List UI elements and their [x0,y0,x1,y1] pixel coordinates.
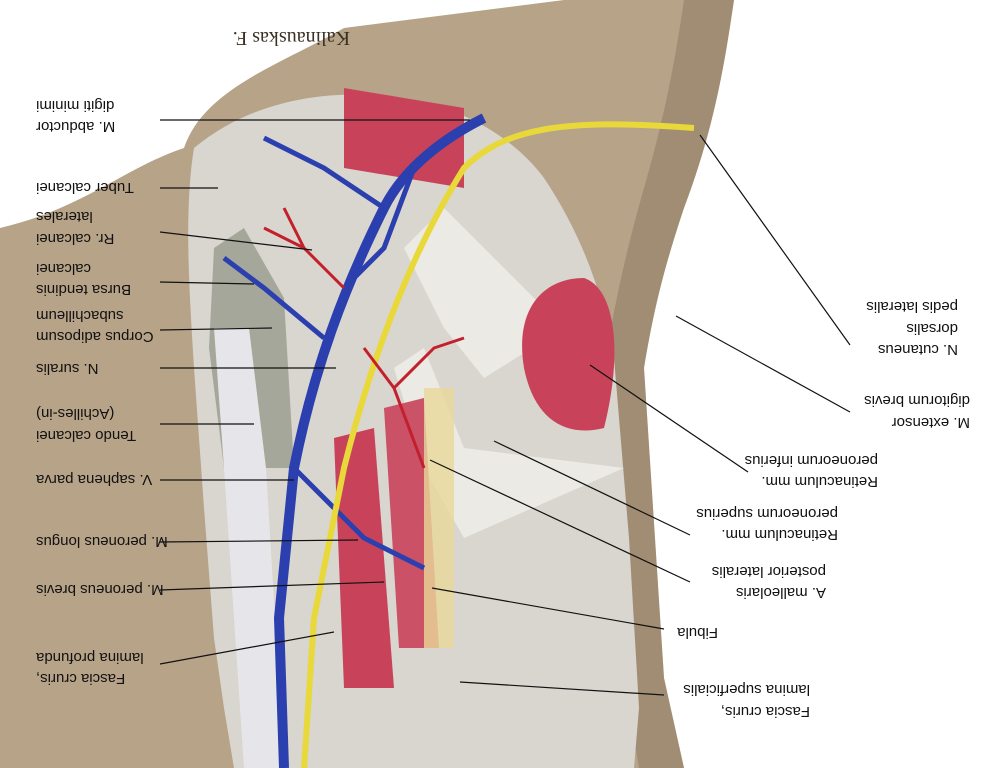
leader-p-brevis [159,581,385,591]
label-retinaculum-sup: Retinaculum mm. [721,526,838,543]
malleolar-artery [362,336,465,469]
leader-rr-calcanei [159,231,313,251]
label-fascia-cruris-sup: Fascia cruris, [721,703,810,720]
leader-lamina-prof [159,631,335,665]
label-dorsalis: dorsalis [906,320,958,337]
skin-edge-shading [604,0,734,768]
extensor-digitorum-muscle [522,278,615,431]
abductor-digiti-minimi-muscle [344,88,464,188]
label-fibula: Fibula [676,624,718,641]
leader-p-longus [159,539,359,543]
leader-lamina-sup [459,681,665,696]
leader-bursa [159,281,255,285]
leader-fibula [431,587,665,630]
label-digiti-minimi: digiti minimi [36,97,114,114]
label-lamina-profunda: lamina profunda [35,649,143,666]
label-lamina-superficialis: lamina superficialis [683,681,810,698]
label-m-peroneus-longus: M. peroneus longus [36,533,168,550]
label-calcanei: calcanei [36,260,91,277]
leader-ret-inf [589,364,749,473]
vein-branches [222,135,426,571]
label-peroneorum-superius: peroneorum superius [696,505,838,522]
label-pedis-lateralis: pedis lateralis [866,298,958,315]
label-m-abductor: M. abductor [36,118,115,135]
label-retinaculum-inf: Retinaculum mm. [761,473,878,490]
label-achilles: (Achilles-in) [36,405,114,422]
leader-ret-sup [493,440,691,536]
label-posterior-lateralis: posterior lateralis [712,563,826,580]
saphena-parva-vein [273,113,487,768]
leader-corpus [159,327,273,331]
label-a-malleolaris: A. malleolaris [736,584,826,601]
label-peroneorum-inferius: peroneorum inferius [745,452,878,469]
label-n-cutaneus: N. cutaneus [878,341,958,358]
leader-cutaneus [699,134,851,346]
label-laterales: laterales [36,208,93,225]
label-m-extensor: M. extensor [892,414,970,431]
leader-malleolaris [429,459,691,583]
signature: Kalinauskas F. [233,27,350,49]
label-bursa-tendinis: Bursa tendinis [36,281,131,298]
label-n-suralis: N. suralis [36,360,99,377]
achilles-tendon [214,328,284,768]
label-fascia-cruris-prof: Fascia cruris, [36,670,125,687]
label-corpus-adiposum: Corpus adiposum [36,328,154,345]
peroneus-longus-muscle [334,428,394,688]
label-tendo-calcanei: Tendo calcanei [36,427,136,444]
calcaneal-arteries [263,207,346,290]
label-digitorum-brevis: digitorum brevis [864,392,970,409]
label-subachilleum: subachilleum [36,307,124,324]
fibula [424,388,454,648]
label-rr-calcanei: Rr. calcanei [36,230,114,247]
sural-nerve [301,121,695,768]
label-tuber-calcanei: Tuber calcanei [36,179,134,196]
label-v-saphena-parva: V. saphena parva [35,471,152,488]
label-m-peroneus-brevis: M. peroneus brevis [36,581,164,598]
leader-extensor [675,315,851,413]
